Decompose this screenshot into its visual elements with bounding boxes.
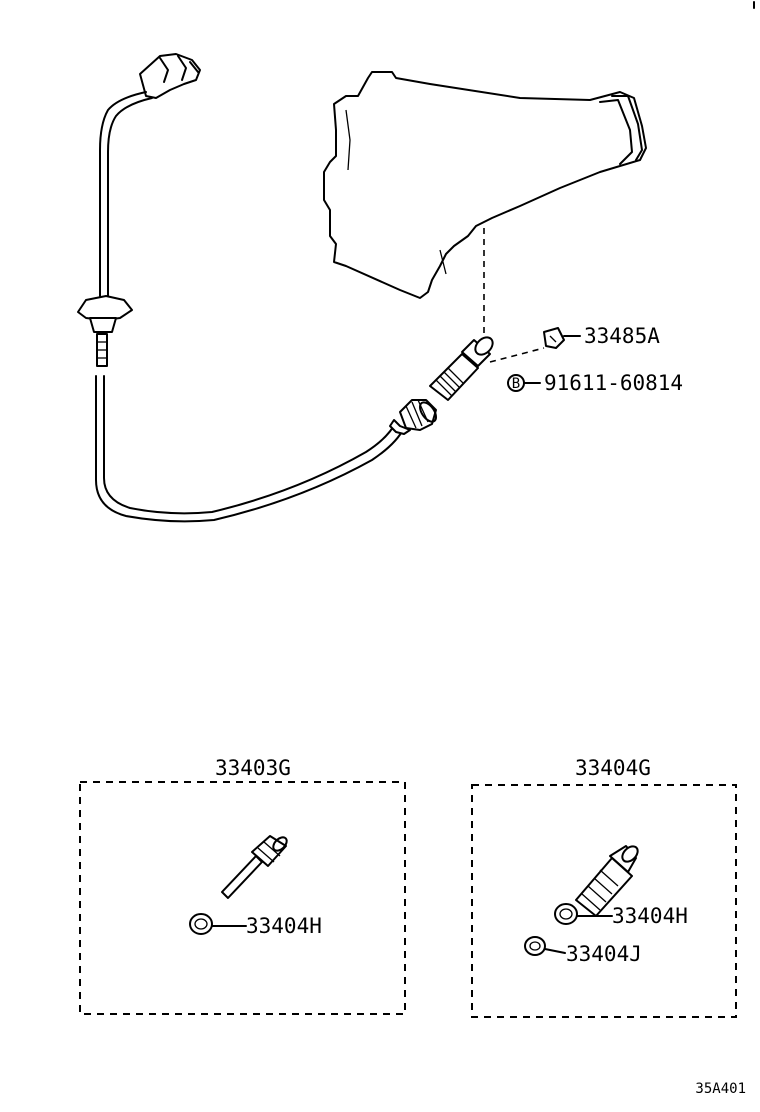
kit-box-33403G <box>79 781 406 1015</box>
label-33404H-right: 33404H <box>612 904 688 928</box>
o-ring-icon-right <box>554 903 578 925</box>
driven-gear-icon <box>575 845 639 917</box>
label-33404J: 33404J <box>566 942 642 966</box>
speedometer-cable <box>77 53 437 523</box>
bolt-mark: B <box>512 376 520 392</box>
kit-label-33403G: 33403G <box>215 756 291 780</box>
part-33485A-icon <box>543 327 565 349</box>
label-91611-60814: 91611-60814 <box>544 371 683 395</box>
sleeve-leader <box>489 347 545 363</box>
kit-box-33404G <box>471 784 737 1018</box>
drive-gear-shaft-icon <box>221 835 288 899</box>
o-ring-icon-left <box>189 913 213 935</box>
oil-seal-icon <box>524 936 546 956</box>
label-33404H-left: 33404H <box>246 914 322 938</box>
figure-code: 35A401 <box>695 1081 746 1097</box>
bolt-icon: B <box>507 374 525 392</box>
label-33485A: 33485A <box>584 324 660 348</box>
kit-label-33404G: 33404G <box>575 756 651 780</box>
driven-gear-assembly <box>429 336 494 401</box>
transmission-housing <box>323 71 647 299</box>
leader-33404J <box>544 948 566 954</box>
